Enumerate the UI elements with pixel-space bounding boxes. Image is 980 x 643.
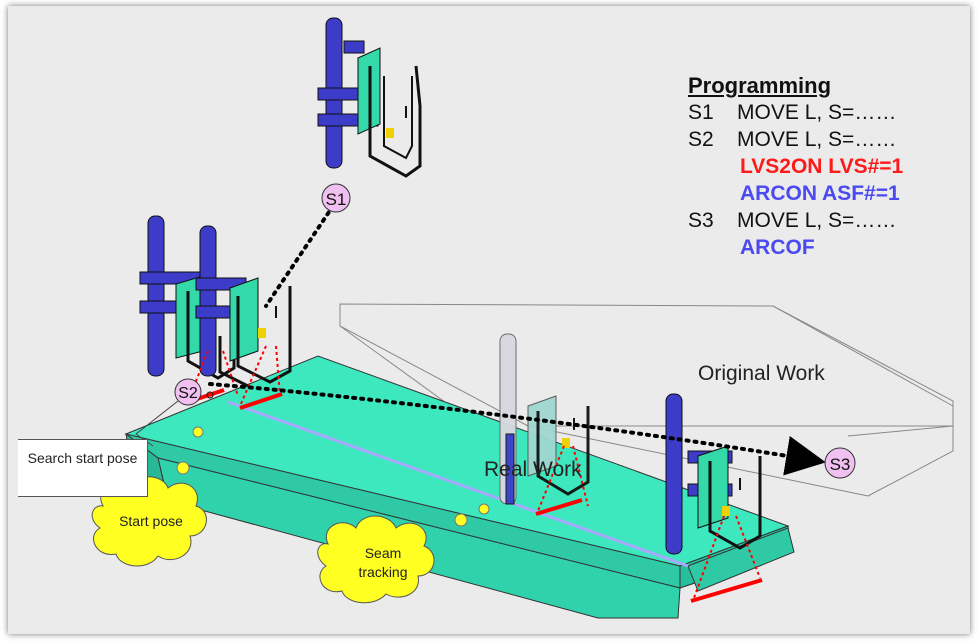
search-start-pose-callout: Search start pose [18, 439, 148, 497]
torch-robot-s2-a [139, 215, 236, 380]
s1-label: S1 [326, 190, 347, 209]
torch-robot-real-work [499, 333, 590, 505]
start-pose-label: Start pose [119, 513, 183, 529]
s2-label: S2 [178, 385, 198, 402]
real-work-label: Real Work [484, 458, 582, 481]
point-marker-s1: S1 [321, 183, 351, 213]
original-work-label: Original Work [698, 362, 825, 385]
diagram-frame: S1 S2 S3 Programming S1 MOVE L, S=…… S2 … [8, 6, 970, 634]
point-marker-s2: S2 [174, 378, 214, 406]
s3-label: S3 [830, 455, 851, 474]
seam-tracking-label: Seam tracking [358, 545, 408, 580]
robot-path [208, 204, 826, 476]
program-line-6: ARCOF [740, 236, 815, 259]
program-line-4: ARCON ASF#=1 [740, 182, 900, 205]
torch-robot-s2-b [195, 225, 292, 388]
laser-sensor-beams [187, 345, 763, 603]
programming-listing: Programming S1 MOVE L, S=…… S2 MOVE L, S… [688, 72, 903, 261]
program-line-2: S2 MOVE L, S=…… [688, 128, 897, 151]
torch-robot-s3 [665, 393, 762, 555]
program-line-1: S1 MOVE L, S=…… [688, 101, 897, 124]
program-line-3: LVS2ON LVS#=1 [740, 155, 904, 178]
cloud-seam-tracking [317, 515, 435, 604]
pose-dots [176, 426, 490, 527]
program-line-5: S3 MOVE L, S=…… [688, 209, 897, 232]
programming-title: Programming [688, 73, 832, 98]
point-marker-s3: S3 [824, 447, 856, 479]
torch-robot-s1 [317, 17, 422, 178]
